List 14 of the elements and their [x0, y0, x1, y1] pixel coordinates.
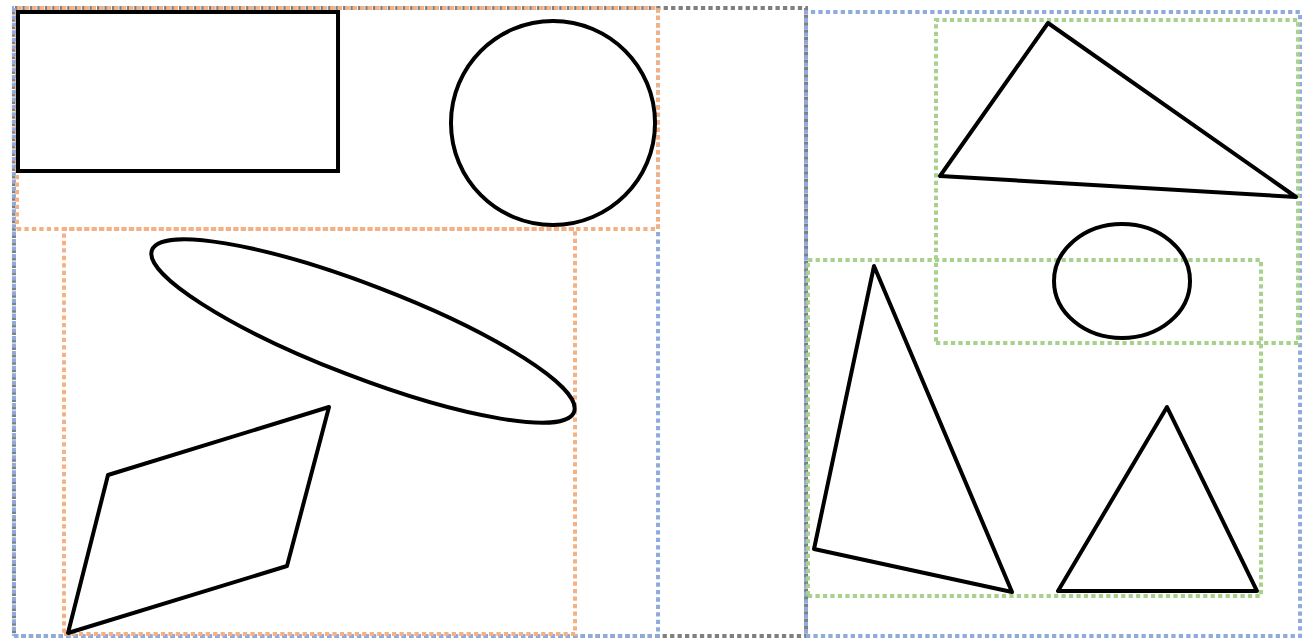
dashed-frame — [806, 258, 1264, 598]
dashed-frame — [15, 6, 661, 231]
dashed-frame — [62, 227, 577, 637]
ellipse-shape — [1052, 222, 1192, 340]
dashed-frame — [11, 6, 809, 639]
rectangle-shape — [16, 10, 340, 173]
triangle-shape — [938, 21, 1298, 199]
circle-shape — [449, 19, 658, 227]
dashed-frame — [804, 9, 1303, 639]
dashed-frame — [11, 6, 661, 639]
parallelogram-shape — [66, 405, 331, 635]
dashed-frame — [934, 18, 1301, 345]
triangle-shape — [1056, 405, 1259, 593]
triangle-shape — [812, 264, 1014, 594]
